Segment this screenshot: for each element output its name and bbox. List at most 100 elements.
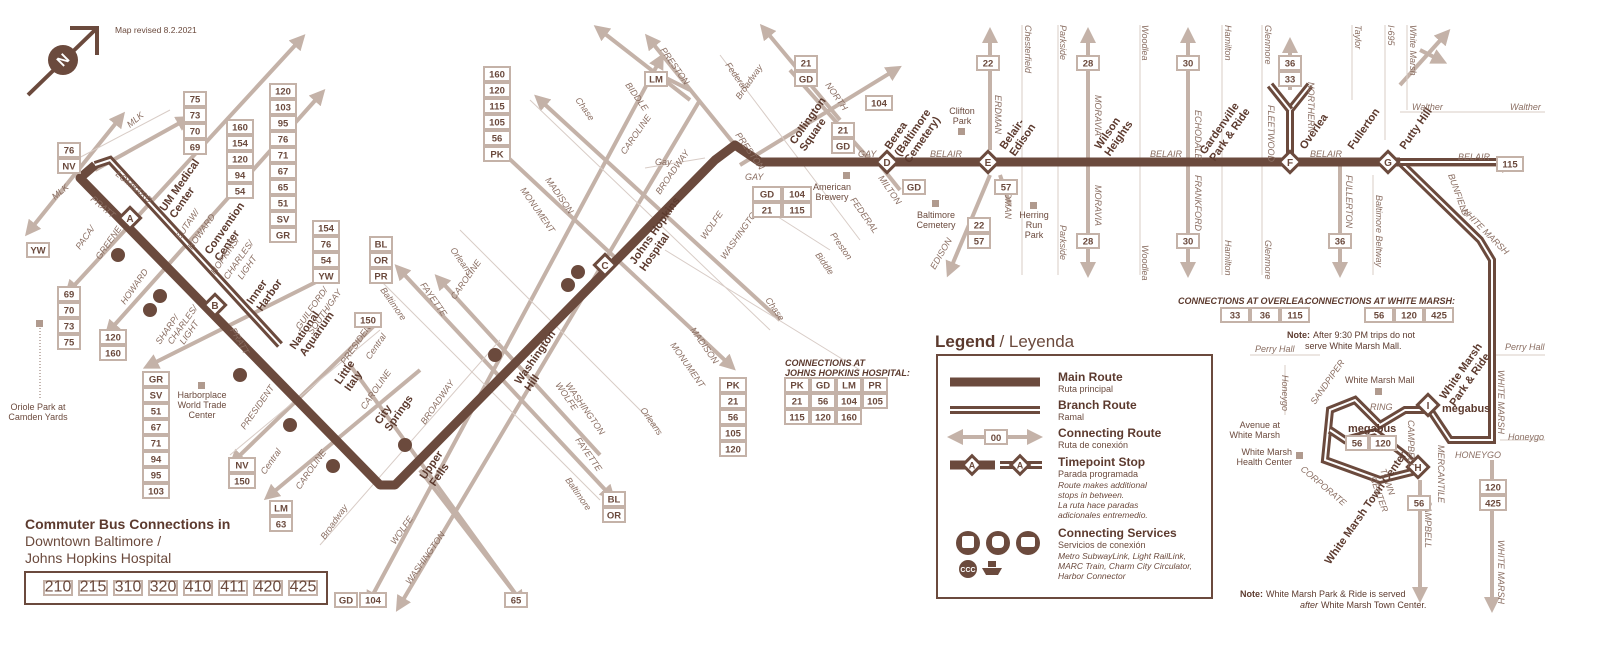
svg-text:GD: GD [836, 142, 850, 153]
svg-text:SV: SV [277, 215, 290, 226]
svg-text:65: 65 [278, 183, 289, 194]
north-arrow-icon: N [26, 26, 99, 97]
stop-gardenville: GardenvillePark & Ride [1198, 99, 1253, 163]
harbor-connector-icon [982, 561, 1002, 575]
svg-text:160: 160 [841, 413, 857, 424]
route-box: 56 [483, 130, 511, 146]
route-box: 215 [78, 579, 108, 596]
svg-text:Glenmore: Glenmore [1263, 240, 1273, 280]
svg-text:GAY: GAY [745, 172, 764, 182]
route-box: 411 [218, 579, 248, 596]
svg-text:A: A [969, 461, 976, 471]
route-box: GR [142, 371, 170, 387]
route-box: 56 [1364, 307, 1394, 323]
svg-text:Baltimore: Baltimore [563, 475, 593, 512]
svg-text:22: 22 [983, 59, 994, 70]
svg-text:56: 56 [728, 413, 739, 424]
svg-text:PK: PK [790, 381, 803, 392]
svg-text:FLEETWOOD: FLEETWOOD [1266, 105, 1276, 163]
route-box: 104 [359, 592, 387, 608]
svg-text:71: 71 [151, 439, 162, 450]
svg-text:adicionales entremedio.: adicionales entremedio. [1058, 510, 1148, 520]
route-box: 76 [312, 236, 340, 252]
svg-text:94: 94 [235, 171, 246, 182]
stop-wm-park-ride: White MarshPark & Ride [1438, 341, 1495, 409]
svg-text:MERCANTILE: MERCANTILE [1436, 445, 1446, 504]
svg-text:120: 120 [105, 333, 121, 344]
svg-text:Branch Route: Branch Route [1058, 398, 1137, 412]
svg-text:PK: PK [726, 381, 739, 392]
svg-text:Biddle: Biddle [813, 250, 836, 276]
route-box: 320 [148, 579, 178, 596]
route-box: 410 [183, 579, 213, 596]
route-box: 51 [142, 403, 170, 419]
ccc-icon [326, 459, 340, 473]
timepoint-d[interactable]: D [874, 149, 900, 175]
timepoint-b[interactable]: B [202, 292, 228, 318]
timepoint-g[interactable]: G [1375, 149, 1401, 175]
timepoint-f[interactable]: F [1277, 149, 1303, 175]
svg-text:425: 425 [1431, 311, 1448, 322]
svg-text:GD: GD [339, 596, 353, 607]
route-box: 115 [784, 409, 810, 425]
route-box: 104 [865, 95, 893, 111]
svg-text:B: B [211, 301, 218, 312]
svg-text:104: 104 [841, 397, 858, 408]
timepoint-e[interactable]: E [975, 149, 1001, 175]
lightrail-icon [986, 531, 1010, 555]
svg-text:WHITE MARSH: WHITE MARSH [1496, 540, 1506, 604]
svg-text:LOMBARD: LOMBARD [114, 169, 155, 206]
route-box: 21 [784, 393, 810, 409]
svg-text:GR: GR [149, 375, 163, 386]
svg-text:BL: BL [375, 240, 388, 251]
timepoint-c[interactable]: C [592, 252, 618, 278]
route-box: SV [142, 387, 170, 403]
route-box: 33 [1220, 307, 1250, 323]
svg-text:E: E [985, 158, 992, 169]
svg-text:115: 115 [1287, 311, 1303, 322]
svg-text:GAY: GAY [858, 149, 877, 159]
route-box: 154 [312, 220, 340, 236]
svg-text:Timepoint Stop: Timepoint Stop [1058, 455, 1145, 469]
route-box: 310 [113, 579, 143, 596]
svg-text:Taylor: Taylor [1353, 25, 1363, 50]
route-box: GD [831, 138, 855, 154]
route-box: LM [836, 377, 862, 393]
route-box: 425 [1424, 307, 1454, 323]
svg-text:94: 94 [151, 455, 162, 466]
svg-text:LM: LM [649, 75, 663, 86]
svg-text:Parkside: Parkside [1058, 225, 1068, 260]
route-box: 75 [183, 91, 207, 107]
svg-text:425: 425 [290, 579, 317, 596]
route-box: 67 [269, 163, 297, 179]
svg-text:Hamilton: Hamilton [1223, 25, 1233, 61]
svg-text:PR: PR [374, 272, 387, 283]
timepoint-a[interactable]: A [117, 205, 143, 231]
svg-text:57: 57 [1001, 183, 1012, 194]
route-box: 120 [99, 329, 127, 345]
route-box: 57 [994, 179, 1018, 195]
svg-text:CONNECTIONS AT WHITE MARSH:: CONNECTIONS AT WHITE MARSH: [1305, 296, 1455, 306]
svg-text:ECHODALE: ECHODALE [1193, 110, 1203, 161]
route-box: 56 [810, 393, 836, 409]
svg-text:Route makes additional: Route makes additional [1058, 480, 1148, 490]
route-box: 71 [142, 435, 170, 451]
svg-text:160: 160 [489, 70, 505, 81]
route-box: 69 [57, 286, 81, 302]
connection-labels: CONNECTIONS AT OVERLEA: CONNECTIONS AT W… [785, 296, 1455, 610]
svg-text:White Marsh Mall: White Marsh Mall [1345, 375, 1415, 385]
svg-text:210: 210 [45, 579, 72, 596]
route-box: LM [269, 500, 293, 516]
svg-text:BL: BL [608, 495, 621, 506]
svg-text:GD: GD [760, 190, 774, 201]
route-box: 56 [719, 409, 747, 425]
svg-text:BELAIR: BELAIR [1310, 149, 1343, 159]
route-box: PK [483, 146, 511, 162]
svg-text:White Marsh: White Marsh [1408, 25, 1418, 76]
marc-train-icon [1016, 531, 1040, 555]
svg-text:A: A [126, 214, 133, 225]
svg-text:105: 105 [489, 118, 506, 129]
svg-text:CCC: CCC [960, 567, 975, 574]
svg-text:21: 21 [728, 397, 739, 408]
